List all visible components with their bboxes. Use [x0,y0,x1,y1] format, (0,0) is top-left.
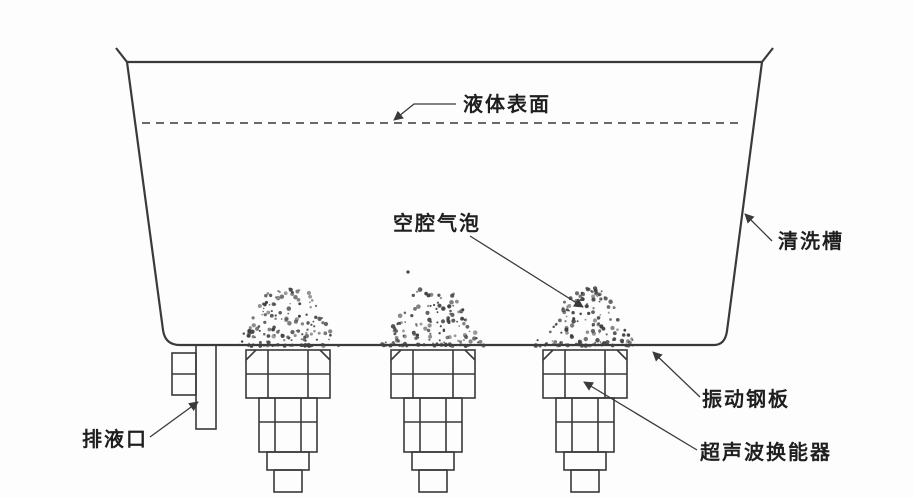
transducer-3 [542,349,628,493]
cleaning-tank-outline [115,47,774,347]
label-cleaning-tank: 清洗槽 [778,229,844,253]
leader-liquid-surface [393,103,456,121]
tank-walls [115,47,774,347]
label-drain-outlet: 排液口 [82,427,148,451]
bubble-cluster-3 [533,286,634,348]
stray-bubble [406,270,410,274]
drain-pipe [171,344,217,430]
transducer-1 [245,349,331,493]
bubble-cluster-2 [379,287,486,348]
leader-drain-outlet [149,401,199,438]
leader-ultrasonic-transducer [583,381,698,451]
label-cavity-bubbles: 空腔气泡 [393,211,481,235]
leader-vibration-plate [652,351,701,398]
bubble-cluster-1 [238,287,340,349]
label-liquid-surface: 液体表面 [463,92,551,116]
label-ultrasonic-transducer: 超声波换能器 [699,440,832,464]
transducer-2 [390,349,476,493]
label-vibration-plate: 振动钢板 [702,387,790,411]
leader-cleaning-tank [744,213,773,242]
leader-cavity-bubbles [469,235,584,308]
